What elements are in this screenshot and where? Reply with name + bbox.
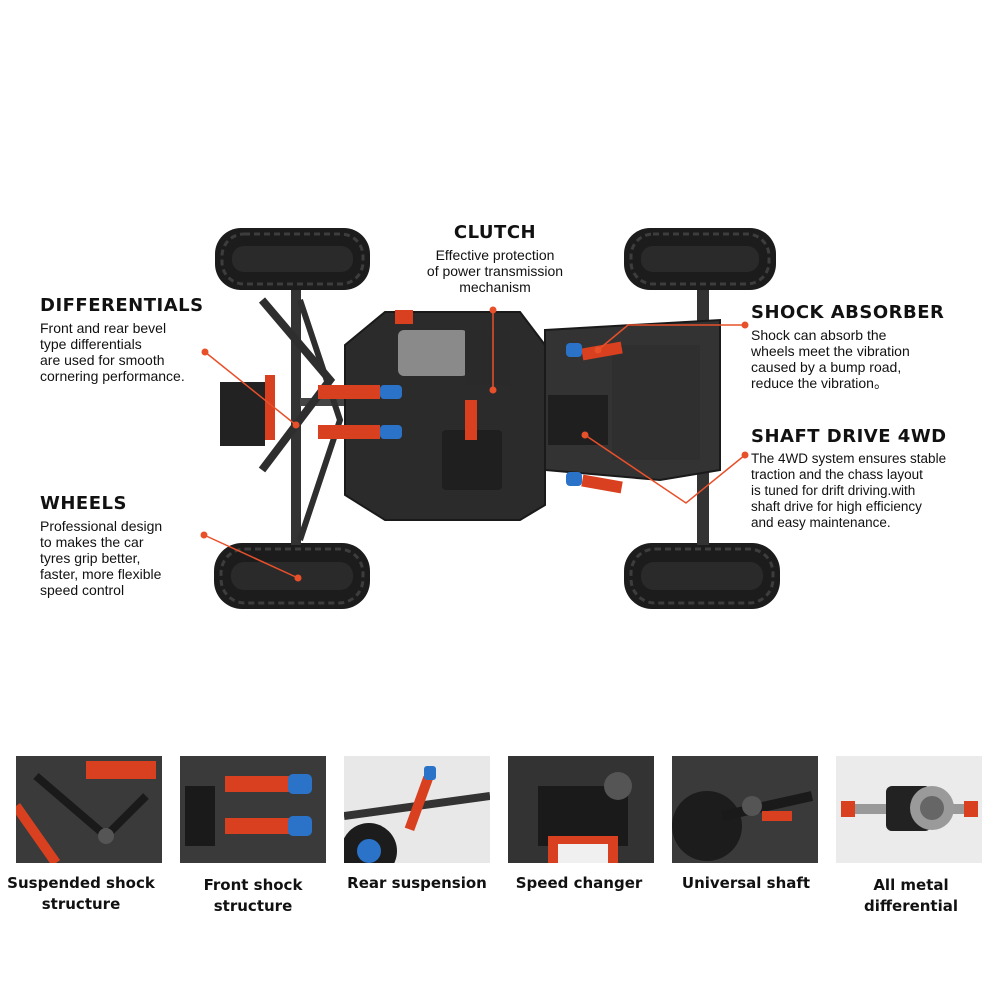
- callout-differentials: DIFFERENTIALS Front and rear bevel type …: [40, 295, 260, 384]
- caption-metal-differential: All metal differential: [863, 876, 959, 915]
- thumb-universal-shaft: [672, 756, 818, 863]
- thumb-metal-differential: [836, 756, 982, 863]
- caption-front-shock: Front shock structure: [203, 876, 303, 915]
- rear-right-tire: [624, 543, 780, 609]
- thumb-front-shock: [180, 756, 326, 863]
- rc-chassis-illustration: [200, 228, 780, 609]
- callout-shaft-drive: SHAFT DRIVE 4WD The 4WD system ensures s…: [751, 426, 996, 531]
- caption-speed-changer: Speed changer: [515, 874, 643, 892]
- differentials-title: DIFFERENTIALS: [40, 295, 204, 316]
- front-right-tire: [624, 228, 776, 290]
- thumb-suspended-shock: [16, 756, 162, 863]
- shaft-drive-title: SHAFT DRIVE 4WD: [751, 426, 947, 447]
- thumb-rear-suspension: [344, 756, 490, 863]
- differentials-text: Front and rear bevel type differentials …: [40, 320, 185, 384]
- wheels-title: WHEELS: [40, 493, 127, 514]
- thumb-speed-changer: [508, 756, 654, 863]
- front-left-tire: [215, 228, 370, 290]
- shock-absorber-text: Shock can absorb the wheels meet the vib…: [751, 327, 910, 391]
- rear-shocks: [566, 341, 623, 494]
- front-shocks: [318, 385, 402, 439]
- shock-absorber-title: SHOCK ABSORBER: [751, 302, 945, 323]
- shaft-drive-text: The 4WD system ensures stable traction a…: [751, 451, 947, 530]
- clutch-title: CLUTCH: [453, 222, 537, 243]
- caption-rear-suspension: Rear suspension: [347, 874, 487, 892]
- wheels-text: Professional design to makes the car tyr…: [40, 518, 163, 598]
- callout-shock-absorber: SHOCK ABSORBER Shock can absorb the whee…: [751, 302, 991, 391]
- caption-universal-shaft: Universal shaft: [681, 874, 811, 892]
- callout-clutch: CLUTCH Effective protection of power tra…: [400, 222, 590, 295]
- callout-wheels: WHEELS Professional design to makes the …: [40, 493, 240, 598]
- clutch-text: Effective protection of power transmissi…: [426, 247, 564, 295]
- caption-suspended-shock: Suspended shock structure: [7, 874, 155, 913]
